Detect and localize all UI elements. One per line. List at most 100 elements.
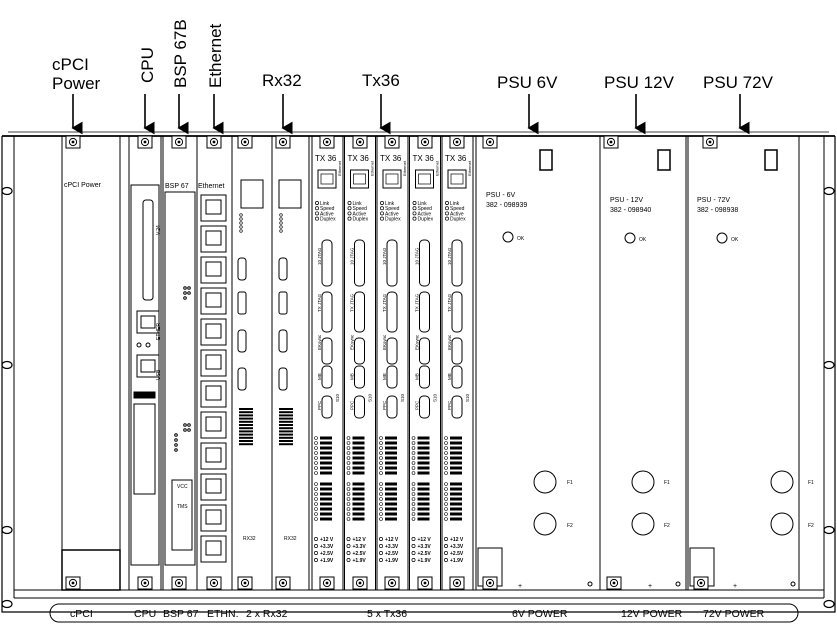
screw-center (455, 581, 459, 585)
strip-72v: 72V POWER (703, 608, 765, 620)
tx36-led (411, 441, 416, 445)
ethernet-port (200, 287, 227, 315)
tx36-connector-label: TX JTAG (350, 293, 355, 312)
rx32-leds (239, 213, 293, 446)
tx36-pad (320, 441, 332, 445)
tx36-led (444, 502, 448, 506)
tx36-pad (320, 502, 332, 506)
screw-center (358, 140, 362, 144)
tx36-connector-label: 10 JTAG (350, 247, 355, 265)
tx36-rail-led (411, 551, 416, 555)
tx36-pad (450, 461, 462, 465)
tx36-status-led (347, 201, 352, 205)
tx36-led (346, 461, 351, 465)
tx36-status-led (412, 211, 417, 216)
tx36-led (379, 451, 383, 455)
tx36-rail-led (346, 551, 351, 555)
tx36-led (444, 456, 448, 460)
tx36-led (379, 512, 383, 516)
screw-center (212, 140, 216, 144)
tx36-connector (419, 291, 430, 333)
rx-test-pad (239, 414, 253, 417)
tx36-led (379, 492, 383, 496)
tx36-connector-label: EKsync (317, 334, 322, 350)
ethernet-port-jack (205, 478, 222, 494)
screw-center (708, 140, 712, 144)
tx36-connector (354, 365, 365, 389)
rx-test-pad (279, 424, 293, 426)
tx36-pad (320, 456, 332, 460)
tx36-status-label: Active (353, 211, 367, 217)
rx-led (279, 213, 283, 217)
tx36-led (346, 441, 351, 445)
tx36-led (411, 451, 416, 455)
tx36-pad (450, 482, 462, 486)
tx36-led (411, 446, 416, 450)
tx36-pad (352, 507, 365, 511)
cpu-labels: V.24 ETHER USB (156, 225, 162, 380)
tx36-pad (320, 451, 332, 455)
tx36-pad (417, 497, 430, 501)
tx36-status-led (445, 211, 449, 216)
tx36-connector (451, 365, 463, 389)
tx36-led (314, 487, 318, 491)
tx36-led (346, 502, 351, 506)
ethernet-port (200, 535, 227, 563)
tx36-pad (450, 441, 462, 445)
rx-test-pad (239, 433, 253, 436)
rx32-1-bottom-label: RX32 (243, 536, 256, 542)
tx36-ethernet-jack-inner (450, 173, 464, 185)
tx36-status-label: Speed (450, 206, 465, 212)
screw-center (358, 581, 362, 585)
tx36-led (444, 446, 448, 450)
card-bsp (162, 135, 198, 591)
ethernet-port (200, 473, 227, 501)
tx36-pad (450, 492, 462, 496)
rx-test-pad (239, 440, 253, 442)
tx36-rail-led (444, 537, 448, 541)
screw-center (609, 140, 613, 144)
tx36-pad (385, 441, 397, 445)
tx36-rail-label: +3.3V (450, 544, 464, 550)
card-rx32-1 (231, 135, 273, 591)
tx36-connector-label: EKsync (382, 334, 387, 350)
tx36-connector (386, 395, 398, 419)
ethernet-port (200, 318, 227, 346)
tx36-rail-label: +2.5V (450, 551, 464, 557)
tx36-led (444, 461, 448, 465)
tx36-ethernet-tab: Ethernet (370, 160, 375, 176)
ethernet-port-jack (205, 509, 222, 525)
tx36-ethernet-jack (350, 169, 369, 189)
tx36-pad (450, 502, 462, 506)
tx36-connector (419, 239, 430, 287)
rx-test-pad (239, 427, 253, 430)
tx36-pad (417, 456, 430, 460)
card-psu-12v (599, 135, 687, 591)
screw-center (325, 581, 329, 585)
tx36-card-label: TX 36 (348, 154, 370, 163)
tx36-led (314, 492, 318, 496)
tx36-led (444, 487, 448, 491)
tx36-led (411, 492, 416, 496)
tx36-led (314, 482, 318, 486)
screw-center (488, 581, 492, 585)
tx36-rail-led (411, 558, 416, 562)
tx36-led (444, 492, 448, 496)
tx36-pad (352, 441, 365, 445)
tx36-connector (354, 337, 365, 365)
tx36-pad (385, 517, 397, 521)
rx-test-pad (279, 411, 293, 414)
tx36-pad (450, 487, 462, 491)
callout-psu72: PSU 72V (703, 73, 774, 92)
tx36-connector-label: 10 JTAG (447, 247, 452, 265)
tx36-pad (320, 487, 332, 491)
callout-arrows (71, 94, 750, 135)
ethernet-port-jack (205, 292, 222, 308)
callout-psu6: PSU 6V (497, 73, 558, 92)
tx36-connector (321, 365, 333, 389)
ethernet-port (200, 442, 227, 470)
psu12-name: PSU - 12V (610, 197, 643, 204)
ethernet-port (200, 194, 227, 222)
tx36-led (411, 436, 416, 440)
tx36-led (379, 502, 383, 506)
